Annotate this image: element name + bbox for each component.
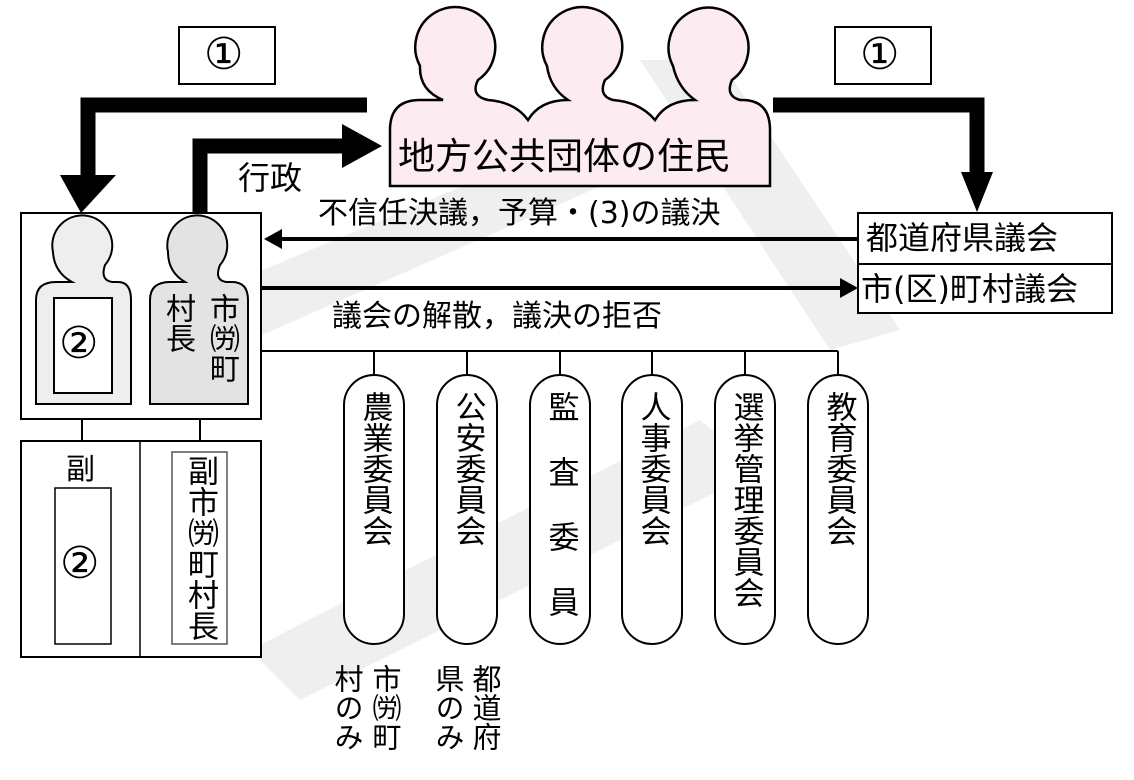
deputy-blank-box — [54, 487, 112, 645]
administration-label: 行政 — [238, 159, 303, 197]
dissolution-label: 議会の解散，議決の拒否 — [332, 299, 662, 334]
committee-label: 監査委員 — [542, 391, 579, 651]
committee-pill — [436, 374, 498, 645]
deputy-mayor-label: 副市㈸町村長 — [182, 455, 218, 641]
committee-pill — [807, 374, 869, 645]
committee-connectors — [261, 350, 839, 375]
committee-pill — [529, 374, 591, 645]
no-confidence-label: 不信任決議，予算・(3)の議決 — [318, 196, 721, 231]
mayor-label-col2: 村長 — [160, 293, 195, 353]
note-prefecture-col1: 都道府 — [468, 664, 502, 751]
committee-label: 農業委員会 — [356, 391, 393, 546]
election-arrow-right — [773, 97, 993, 212]
municipal-council: 市(区)町村議会 — [861, 270, 1078, 308]
committee-label: 人事委員会 — [634, 391, 671, 546]
note-municipal-col1: 市㈸町 — [368, 664, 402, 751]
committee-pill — [714, 374, 776, 645]
dissolution-arrow — [261, 278, 858, 298]
committee-label: 公安委員会 — [449, 391, 486, 546]
deputy-mayor-box — [171, 451, 228, 645]
committee-label: 選挙管理委員会 — [727, 391, 764, 608]
committee-label: 教育委員会 — [820, 391, 857, 546]
mayor-label-col1: 市㈸町 — [204, 293, 239, 383]
answer-mark-right: ① — [860, 29, 900, 80]
blank-2-head: ② — [59, 318, 99, 369]
deputy-prefix: 副 — [66, 452, 96, 486]
answer-box-left — [178, 26, 276, 85]
note-municipal-col2: 村のみ — [330, 664, 364, 751]
residents-label: 地方公共団体の住民 — [398, 135, 731, 178]
no-confidence-arrow — [264, 229, 858, 249]
prefectural-council: 都道府県議会 — [866, 219, 1059, 257]
committee-pill — [621, 374, 683, 645]
head-figure — [35, 214, 132, 405]
note-prefecture-col2: 県のみ — [431, 664, 465, 751]
committee-pill — [343, 374, 405, 645]
election-arrow-left — [60, 97, 367, 213]
answer-mark-left: ① — [204, 29, 244, 80]
administration-arrow — [192, 124, 382, 213]
mayor-figure — [149, 214, 249, 405]
blank-2-deputy: ② — [60, 538, 100, 589]
answer-box-right — [834, 26, 932, 85]
residents-figure — [388, 5, 772, 188]
